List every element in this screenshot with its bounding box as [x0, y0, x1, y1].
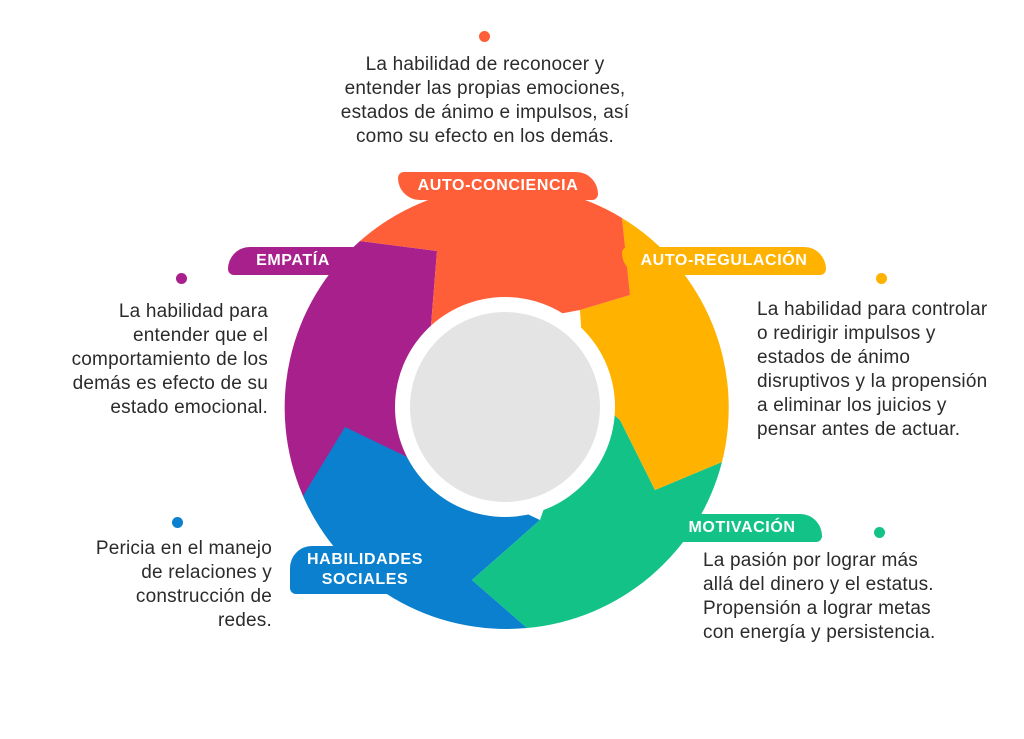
- habilidades-sociales-dot: [172, 517, 183, 528]
- habilidades-sociales-label: HABILIDADES SOCIALES: [290, 546, 440, 594]
- auto-regulacion-dot: [876, 273, 887, 284]
- empatia-label: EMPATÍA: [228, 247, 358, 275]
- auto-conciencia-label: AUTO-CONCIENCIA: [398, 172, 598, 200]
- motivacion-description: La pasión por lograr más allá del dinero…: [703, 550, 936, 643]
- center-circle: [410, 312, 600, 502]
- auto-regulacion-label: AUTO-REGULACIÓN: [622, 247, 826, 275]
- auto-conciencia-description: La habilidad de reconocer y entender las…: [340, 54, 630, 147]
- empatia-description: La habilidad para entender que el compor…: [71, 301, 268, 418]
- segment-auto-conciencia: [360, 185, 630, 338]
- auto-regulacion-description: La habilidad para controlar o redirigir …: [757, 299, 988, 440]
- habilidades-sociales-description: Pericia en el manejo de relaciones y con…: [95, 538, 272, 631]
- motivacion-label: MOTIVACIÓN: [662, 514, 822, 542]
- segment-auto-regulacion: [580, 218, 729, 490]
- segment-habilidades-sociales: [303, 427, 540, 629]
- empatia-dot: [176, 273, 187, 284]
- segment-motivacion: [472, 390, 722, 628]
- motivacion-dot: [874, 527, 885, 538]
- auto-conciencia-dot: [479, 31, 490, 42]
